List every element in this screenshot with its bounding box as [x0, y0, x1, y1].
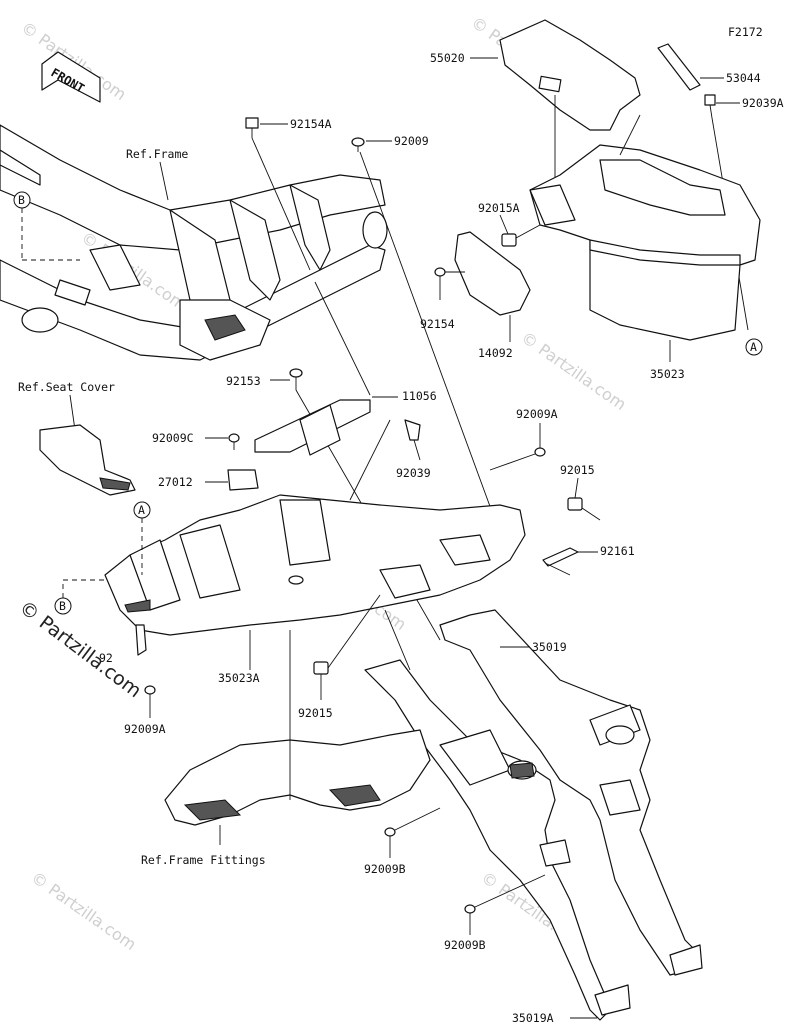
- seat-cover: Ref.Seat Cover: [18, 380, 136, 496]
- part-number-35019: 35019: [532, 640, 567, 654]
- part-number-35023A: 35023A: [218, 671, 260, 685]
- part-92009B-b: 92009B: [444, 874, 546, 952]
- part-92154A: 92154A: [245, 117, 332, 271]
- part-number-92161: 92161: [600, 544, 635, 558]
- frame-fittings: Ref.Frame Fittings: [141, 729, 431, 867]
- part-92-partial: 92: [99, 624, 147, 665]
- part-92009-top: 92009: [351, 134, 496, 521]
- part-number-92009C: 92009C: [152, 431, 194, 445]
- callout-b-top: B: [13, 191, 80, 261]
- callout-b: B: [59, 599, 66, 613]
- front-arrow: FRONT: [41, 51, 101, 103]
- part-11056: 11056: [254, 281, 437, 456]
- part-92154: 92154: [420, 267, 465, 331]
- part-number-92015-low: 92015: [298, 706, 333, 720]
- part-92015-right: 92015: [560, 463, 601, 521]
- watermark-text: © Partzilla.com: [28, 868, 140, 954]
- part-number-92153: 92153: [226, 374, 261, 388]
- callout-a: A: [750, 340, 757, 354]
- part-number-92009-top: 92009: [394, 134, 429, 148]
- part-number-35023: 35023: [650, 367, 685, 381]
- part-number-92039A: 92039A: [742, 96, 784, 110]
- part-number-92015A: 92015A: [478, 201, 520, 215]
- frame-assembly: [0, 124, 388, 361]
- part-35023A: 35023A: [104, 494, 526, 685]
- watermark-text: © Partzilla.com: [518, 328, 630, 414]
- part-35019A: 35019A: [364, 659, 631, 1025]
- part-92009B-a: 92009B: [364, 807, 441, 876]
- part-number-14092: 14092: [478, 346, 513, 360]
- part-number-92009B-b: 92009B: [444, 938, 486, 952]
- part-92015A: 92015A: [478, 201, 541, 247]
- part-92039: 92039: [349, 419, 431, 501]
- part-number-92154A: 92154A: [290, 117, 332, 131]
- part-number-55020: 55020: [430, 51, 465, 65]
- part-92009A-left: 92009A: [124, 685, 166, 736]
- callout-b-left: B: [54, 579, 105, 615]
- part-number-53044: 53044: [726, 71, 761, 85]
- part-number-92039: 92039: [396, 466, 431, 480]
- part-number-92-partial: 92: [99, 651, 113, 665]
- part-92009A-right: 92009A: [489, 407, 558, 471]
- part-92009C: 92009C: [152, 431, 240, 450]
- part-14092: 14092: [454, 231, 531, 360]
- part-35023: 35023: [529, 114, 761, 381]
- callout-a-left: A: [133, 501, 151, 575]
- figure-id: F2172: [728, 25, 763, 39]
- part-55020: 55020: [430, 19, 641, 185]
- part-53044: 53044: [657, 43, 761, 91]
- part-35019: 35019: [439, 609, 703, 976]
- ref-seat-cover-label: Ref.Seat Cover: [18, 380, 115, 394]
- part-number-92154: 92154: [420, 317, 455, 331]
- part-number-35019A: 35019A: [512, 1011, 554, 1025]
- part-27012: 27012: [158, 469, 259, 491]
- part-92161: 92161: [542, 544, 635, 576]
- callout-a-right: A: [745, 338, 763, 356]
- part-number-92009B-a: 92009B: [364, 862, 406, 876]
- part-number-27012: 27012: [158, 475, 193, 489]
- ref-frame-fittings-label: Ref.Frame Fittings: [141, 853, 266, 867]
- ref-frame-label: Ref.Frame: [126, 147, 188, 161]
- part-number-11056: 11056: [402, 389, 437, 403]
- callout-a: A: [138, 503, 145, 517]
- part-92015-low: 92015: [298, 594, 381, 720]
- callout-b: B: [18, 193, 25, 207]
- part-number-92009A-left: 92009A: [124, 722, 166, 736]
- part-number-92009A-right: 92009A: [516, 407, 558, 421]
- part-number-92015-right: 92015: [560, 463, 595, 477]
